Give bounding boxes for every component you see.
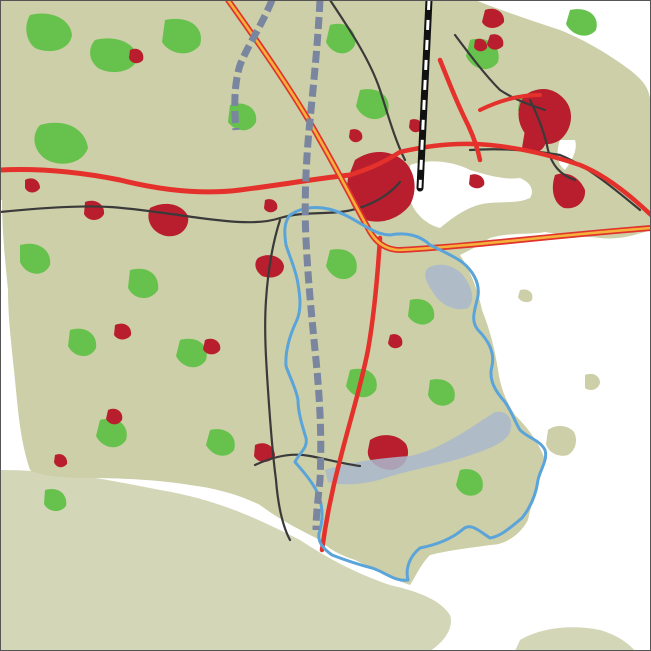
urban-area-small: [487, 34, 504, 50]
forest-patch: [408, 299, 435, 325]
study-area-boundary[interactable]: [283, 206, 548, 582]
urban-area-small: [203, 338, 221, 355]
forest-patch: [428, 379, 455, 406]
forest-patch: [20, 243, 51, 274]
urban-area-north-west-corner: [25, 178, 40, 193]
urban-area-small: [474, 38, 488, 52]
railway-line-north-east[interactable]: [453, 33, 547, 112]
road-layer: [0, 57, 651, 553]
railway-line-south-branch[interactable]: [253, 453, 362, 468]
main-road-north-east[interactable]: [478, 93, 542, 112]
forest-patch: [128, 268, 159, 299]
vegetation-layer: [20, 9, 597, 512]
forest-patch: [34, 122, 88, 164]
forest-patch: [456, 469, 483, 496]
forest-patch: [228, 103, 257, 131]
railway-layer: [0, 0, 642, 542]
motorway-core: [226, 0, 651, 252]
railway-line-north[interactable]: [328, 0, 407, 162]
harbour-inlet: [410, 161, 532, 228]
planned-corridor-west[interactable]: [231, 0, 276, 131]
forest-patch: [356, 89, 389, 120]
urban-area-east-small: [522, 129, 545, 153]
forest-patch: [44, 488, 67, 512]
railway-line-east-branch[interactable]: [528, 98, 577, 182]
forest-patch: [326, 249, 357, 280]
railway-line-west[interactable]: [0, 180, 402, 224]
urban-area-small: [349, 129, 363, 143]
railway-line-south[interactable]: [264, 218, 292, 542]
main-road-north-south[interactable]: [319, 235, 383, 553]
ferry-line-outline: [416, 0, 433, 192]
bay-east: [557, 140, 576, 170]
urban-area-small: [129, 48, 144, 64]
urban-area-small: [388, 334, 403, 349]
corridor-layer: [231, 0, 325, 531]
distant-land-south: [0, 470, 451, 651]
island-east: [546, 426, 576, 456]
forest-patch: [96, 418, 127, 448]
forest-patch: [206, 429, 235, 456]
forest-patch: [90, 38, 138, 73]
urban-area-small: [54, 454, 68, 468]
urban-area-small: [114, 323, 132, 340]
forest-patch: [326, 23, 356, 54]
urban-area-small: [469, 174, 485, 189]
urban-area-north-centre: [482, 8, 505, 28]
urban-area-east: [552, 173, 586, 209]
railway-line-east[interactable]: [468, 148, 642, 212]
main-road-north[interactable]: [437, 57, 483, 163]
forest-patch: [162, 18, 201, 54]
urban-area-south-west: [254, 443, 275, 462]
lake-south-long[interactable]: [325, 411, 512, 485]
distant-land-southeast: [515, 627, 635, 651]
main-road-west-east[interactable]: [0, 166, 353, 195]
lake-north[interactable]: [425, 264, 473, 310]
forest-patch: [68, 328, 97, 357]
motorway[interactable]: [225, 0, 651, 253]
islet-north-small: [518, 289, 533, 303]
ferry-route[interactable]: [416, 0, 433, 192]
islet-east-small: [585, 373, 600, 391]
planned-corridor-main[interactable]: [301, 0, 325, 531]
urban-area-small: [409, 119, 423, 133]
urban-area-small: [264, 199, 278, 213]
forest-patch: [26, 13, 72, 52]
main-road-city-link[interactable]: [347, 149, 403, 178]
main-road-city-east[interactable]: [397, 141, 651, 218]
urban-area-small: [106, 408, 123, 425]
forest-patch: [176, 338, 207, 368]
forest-patch: [566, 9, 597, 36]
